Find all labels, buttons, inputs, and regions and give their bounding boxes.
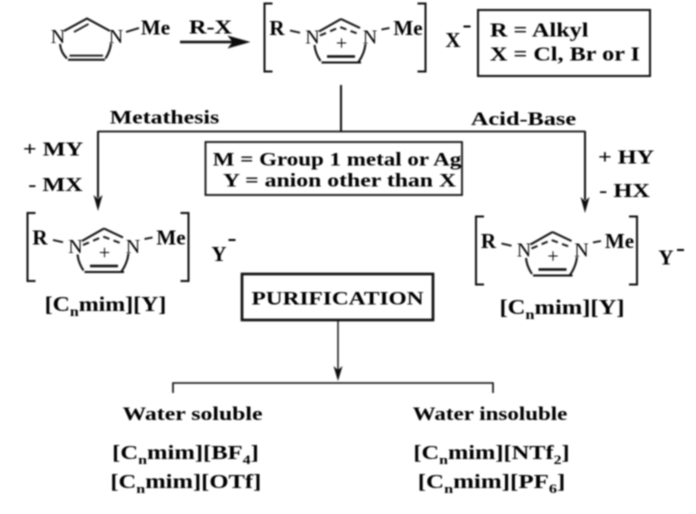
svg-text:Water soluble: Water soluble [122,403,262,424]
svg-text:+ MY: + MY [23,137,83,160]
svg-text:M = Group 1 metal or Ag: M = Group 1 metal or Ag [213,148,462,170]
svg-text:[Cnmim][NTf2]: [Cnmim][NTf2] [413,441,569,468]
svg-text:Water insoluble: Water insoluble [413,403,568,425]
svg-text:- HX: - HX [599,179,650,201]
svg-text:Y: Y [211,242,226,266]
svg-text:Acid-Base: Acid-Base [471,108,577,129]
svg-text:+ HY: + HY [598,145,654,168]
svg-text:X: X [445,28,460,52]
svg-text:N: N [51,26,65,48]
svg-text:N: N [109,26,123,48]
svg-text:[Cnmim][BF4]: [Cnmim][BF4] [112,441,259,467]
svg-text:Me: Me [141,16,170,40]
svg-text:[Cnmim][OTf]: [Cnmim][OTf] [110,470,261,496]
svg-text:[Cnmim][Y]: [Cnmim][Y] [499,296,624,323]
svg-text:PURIFICATION: PURIFICATION [251,288,424,309]
svg-text:Y = anion other than X: Y = anion other than X [223,170,457,191]
svg-text:Metathesis: Metathesis [110,107,219,128]
svg-text:X = Cl, Br or I: X = Cl, Br or I [490,42,640,65]
svg-text:[Cnmim][PF6]: [Cnmim][PF6] [418,470,566,496]
svg-text:- MX: - MX [28,173,82,196]
svg-text:[Cnmim][Y]: [Cnmim][Y] [45,292,167,319]
svg-text:R-X: R-X [189,15,232,38]
svg-text:Y: Y [658,246,673,270]
svg-text:R = Alkyl: R = Alkyl [490,18,588,41]
